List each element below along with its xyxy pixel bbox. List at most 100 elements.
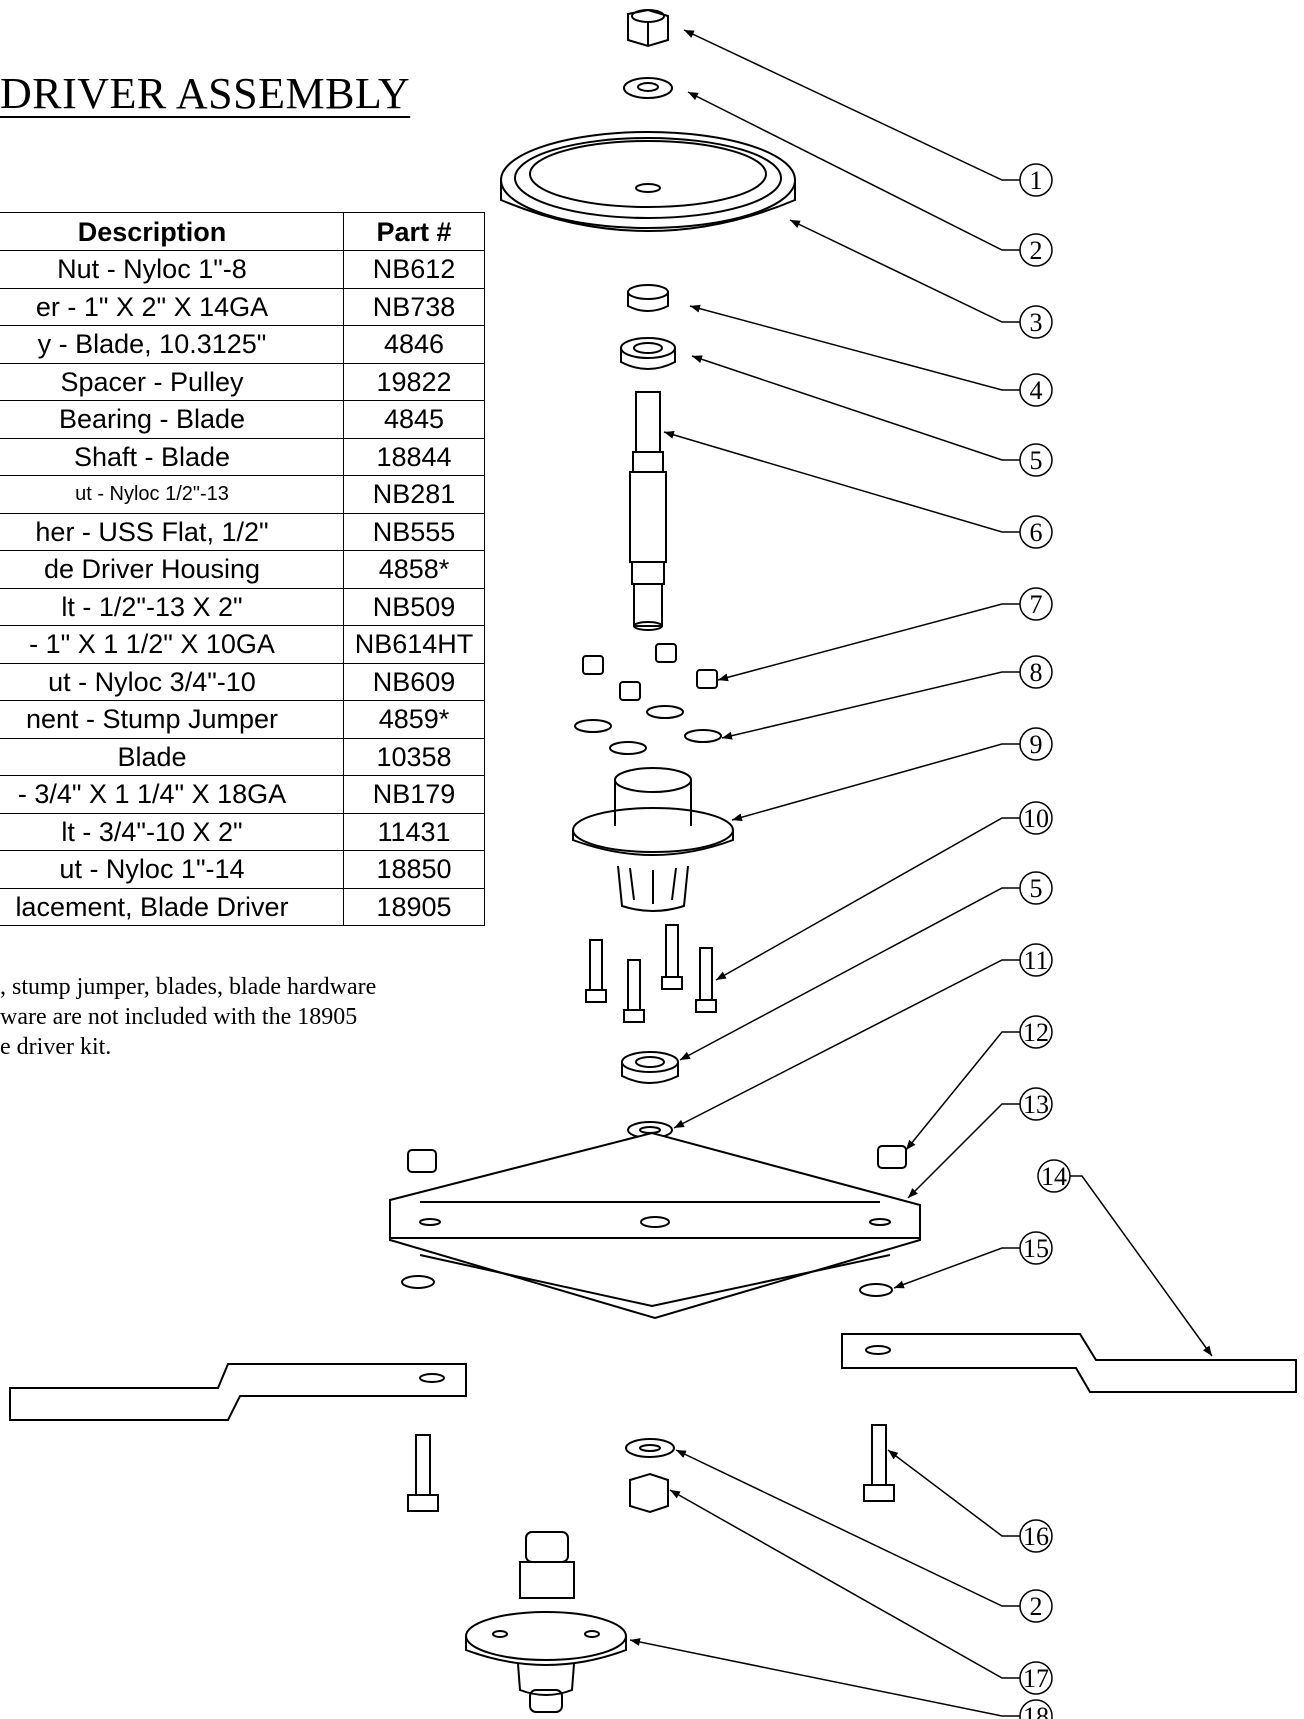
- callout-11: 11: [1019, 943, 1053, 977]
- callout-label: 18: [1023, 1702, 1049, 1719]
- note-line: ware are not included with the 18905: [0, 1004, 358, 1030]
- part-number: 18844: [343, 437, 485, 476]
- part-description: Bearing - Blade: [0, 400, 344, 439]
- part-number: 4845: [343, 400, 485, 439]
- callout-5: 5: [1019, 443, 1053, 477]
- part-number: NB555: [343, 512, 485, 551]
- callout-label: 2: [1030, 236, 1043, 265]
- callout-label: 14: [1041, 1162, 1067, 1191]
- part-number: 18905: [343, 887, 485, 926]
- page-title: DRIVER ASSEMBLY: [0, 69, 411, 118]
- blade-right: [841, 1333, 1297, 1393]
- bearing-lower: [621, 1051, 679, 1084]
- part-description: ut - Nyloc 3/4"-10: [0, 662, 344, 701]
- callout-4: 4: [1019, 373, 1053, 407]
- part-number: NB612: [343, 250, 485, 289]
- callout-8: 8: [1019, 655, 1053, 689]
- nyloc-nuts-half: [582, 643, 718, 701]
- callout-label: 5: [1030, 874, 1043, 903]
- callout-label: 10: [1023, 804, 1049, 833]
- callout-2: 2: [1019, 233, 1053, 267]
- washers-half: [574, 705, 722, 755]
- callout-label: 5: [1030, 446, 1043, 475]
- part-description: lt - 3/4"-10 X 2": [0, 812, 344, 851]
- part-number: 10358: [343, 737, 485, 776]
- callout-label: 3: [1030, 308, 1043, 337]
- callout-label: 13: [1023, 1090, 1049, 1119]
- callout-12: 12: [1019, 1015, 1053, 1049]
- part-description: Shaft - Blade: [0, 437, 344, 476]
- blade-left: [9, 1363, 467, 1421]
- callout-label: 15: [1023, 1234, 1049, 1263]
- part-description: nent - Stump Jumper: [0, 700, 344, 739]
- callout-17: 17: [1019, 1661, 1053, 1695]
- washers-blade: [401, 1275, 893, 1297]
- nyloc-nut-1: [627, 8, 669, 48]
- replacement-blade-driver: [465, 1531, 627, 1713]
- callout-15: 15: [1019, 1231, 1053, 1265]
- callout-label: 16: [1023, 1522, 1049, 1551]
- table-row: her - USS Flat, 1/2"NB555: [0, 512, 485, 551]
- callout-1: 1: [1019, 163, 1053, 197]
- callout-9: 9: [1019, 727, 1053, 761]
- note-line: , stump jumper, blades, blade hardware: [0, 974, 377, 1000]
- pulley: [500, 131, 796, 232]
- callout-7: 7: [1019, 587, 1053, 621]
- callout-2: 2: [1019, 1589, 1053, 1623]
- callout-5: 5: [1019, 871, 1053, 905]
- note-line: e driver kit.: [0, 1034, 112, 1060]
- part-description: er - 1" X 2" X 14GA: [0, 287, 344, 326]
- callout-3: 3: [1019, 305, 1053, 339]
- leader-lines: [629, 29, 1213, 1717]
- part-number: 11431: [343, 812, 485, 851]
- callout-6: 6: [1019, 515, 1053, 549]
- callout-14: 14: [1037, 1159, 1071, 1193]
- callout-label: 2: [1030, 1592, 1043, 1621]
- callout-13: 13: [1019, 1087, 1053, 1121]
- part-description: lt - 1/2"-13 X 2": [0, 587, 344, 626]
- bolts-blade: [407, 1424, 895, 1512]
- washer-bottom: [625, 1438, 675, 1458]
- callout-label: 1: [1030, 166, 1043, 195]
- part-description: - 1" X 1 1/2" X 10GA: [0, 625, 344, 664]
- callout-label: 17: [1023, 1664, 1049, 1693]
- callout-label: 9: [1030, 730, 1043, 759]
- bolts-half: [585, 924, 717, 1023]
- table-header-row: Description Part #: [0, 212, 485, 251]
- part-description: her - USS Flat, 1/2": [0, 512, 344, 551]
- callout-label: 8: [1030, 658, 1043, 687]
- table-row: lt - 1/2"-13 X 2"NB509: [0, 587, 485, 626]
- callout-label: 7: [1030, 590, 1043, 619]
- part-description: lacement, Blade Driver: [0, 887, 344, 926]
- table-row: lt - 3/4"-10 X 2"11431: [0, 812, 485, 851]
- part-number: NB281: [343, 475, 485, 514]
- callout-16: 16: [1019, 1519, 1053, 1553]
- washer-top: [623, 77, 673, 99]
- nyloc-nut-bottom: [629, 1472, 669, 1514]
- blade-shaft: [629, 391, 667, 631]
- callout-label: 6: [1030, 518, 1043, 547]
- callout-label: 4: [1030, 376, 1043, 405]
- part-number-header: Part #: [343, 212, 485, 251]
- callout-18: 18: [1019, 1699, 1053, 1719]
- part-description: Blade: [0, 737, 344, 776]
- pulley-spacer: [627, 284, 669, 312]
- part-number: NB509: [343, 587, 485, 626]
- kit-note: , stump jumper, blades, blade hardware w…: [0, 972, 470, 1062]
- bearing-top: [620, 337, 676, 370]
- part-number: NB738: [343, 287, 485, 326]
- part-number: NB614HT: [343, 625, 485, 664]
- description-header: Description: [0, 212, 344, 251]
- callout-label: 12: [1023, 1018, 1049, 1047]
